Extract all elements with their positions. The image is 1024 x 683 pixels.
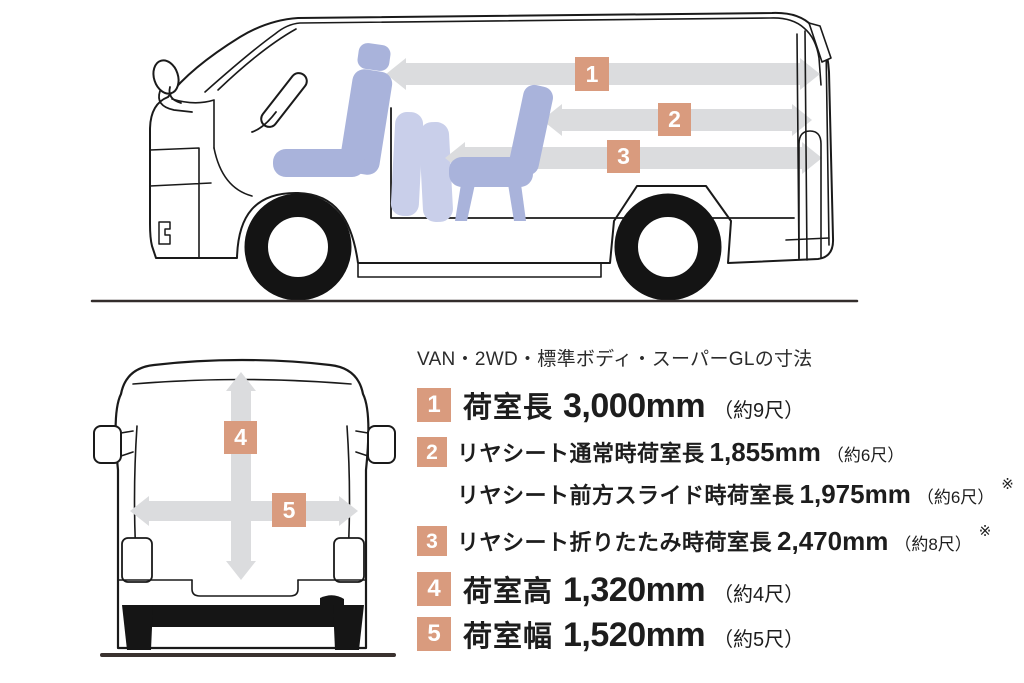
rear-wheel-right	[333, 605, 364, 650]
van-side-view	[90, 11, 859, 303]
rear-seat	[449, 84, 553, 221]
taillight-right	[333, 537, 365, 583]
spec-label: 荷室幅	[463, 621, 554, 653]
rear-spoiler-flap	[808, 22, 832, 63]
folded-seat	[390, 111, 453, 223]
spec-badge-4: 4	[417, 572, 451, 606]
spec-value: 1,975mm	[799, 479, 911, 509]
figure-marker-1: 1	[575, 57, 609, 91]
spec-badge-3: 3	[417, 526, 447, 556]
mirror-stalk	[158, 86, 193, 113]
spec-label: リヤシート折りたたみ時荷室長	[457, 530, 773, 555]
asterisk-mark: ※	[1001, 476, 1014, 493]
roof-inner-line	[204, 17, 822, 93]
spec-row-rearseat-slide: リヤシート前方スライド時荷室長 1,975mm （約6尺） ※	[417, 476, 1014, 510]
spec-value: 2,470mm	[777, 526, 889, 556]
spec-note: （約8尺）	[894, 535, 972, 554]
spec-note: （約6尺）	[916, 488, 995, 507]
front-emblem	[158, 221, 171, 245]
rear-bumper-line	[785, 237, 830, 241]
engine-cover-line	[213, 147, 253, 197]
front-wheel	[244, 193, 352, 301]
tailgate-handle-recess	[191, 579, 299, 597]
front-face-lines	[149, 147, 212, 259]
spec-badge-5: 5	[417, 617, 451, 651]
spec-row-rearseat-folded: 3 リヤシート折りたたみ時荷室長 2,470mm （約8尺） ※	[417, 523, 992, 557]
spec-row-cargo-height: 4 荷室高 1,320mm （約4尺）	[417, 568, 804, 610]
taillight-left	[121, 537, 153, 583]
steering-column	[251, 111, 277, 133]
spec-value: 1,520mm	[563, 616, 706, 654]
spec-note: （約4尺）	[713, 584, 805, 606]
side-mirror-icon	[152, 59, 180, 95]
spec-row-cargo-width: 5 荷室幅 1,520mm （約5尺）	[417, 613, 804, 655]
spec-label: リヤシート前方スライド時荷室長	[457, 483, 795, 508]
panel-title: VAN・2WD・標準ボディ・スーパーGLの寸法	[417, 349, 813, 370]
spec-note: （約6尺）	[826, 446, 905, 465]
spec-row-cargo-length: 1 荷室長 3,000mm （約9尺）	[417, 384, 804, 426]
asterisk-mark: ※	[978, 523, 992, 540]
spec-badge-1: 1	[417, 388, 451, 422]
rear-wheel	[614, 193, 722, 301]
spec-label: リヤシート通常時荷室長	[457, 441, 705, 466]
spec-note: （約5尺）	[713, 629, 805, 651]
spec-label: 荷室長	[463, 392, 554, 424]
bumper-end-cap	[320, 595, 344, 605]
spec-value: 1,320mm	[563, 571, 706, 609]
rear-wheel-left	[122, 605, 153, 650]
figure-marker-5: 5	[272, 493, 306, 527]
driver-seat	[273, 43, 393, 177]
figure-marker-3: 3	[607, 140, 640, 173]
spec-value: 3,000mm	[563, 387, 706, 425]
side-step-line	[357, 263, 602, 278]
a-pillar-inner-line	[217, 28, 297, 91]
rear-bumper	[147, 605, 343, 627]
spec-badge-2: 2	[417, 437, 447, 467]
spec-value: 1,855mm	[709, 437, 821, 467]
rear-view-mirrors	[93, 425, 396, 464]
spec-label: 荷室高	[463, 576, 554, 608]
figure-marker-4: 4	[224, 421, 257, 454]
figure-marker-2: 2	[658, 103, 691, 136]
spec-note: （約9尺）	[713, 400, 805, 422]
rear-pillar-trim	[798, 130, 822, 259]
spec-row-rearseat-normal: 2 リヤシート通常時荷室長 1,855mm （約6尺）	[417, 436, 904, 468]
van-rear-view	[93, 358, 396, 657]
